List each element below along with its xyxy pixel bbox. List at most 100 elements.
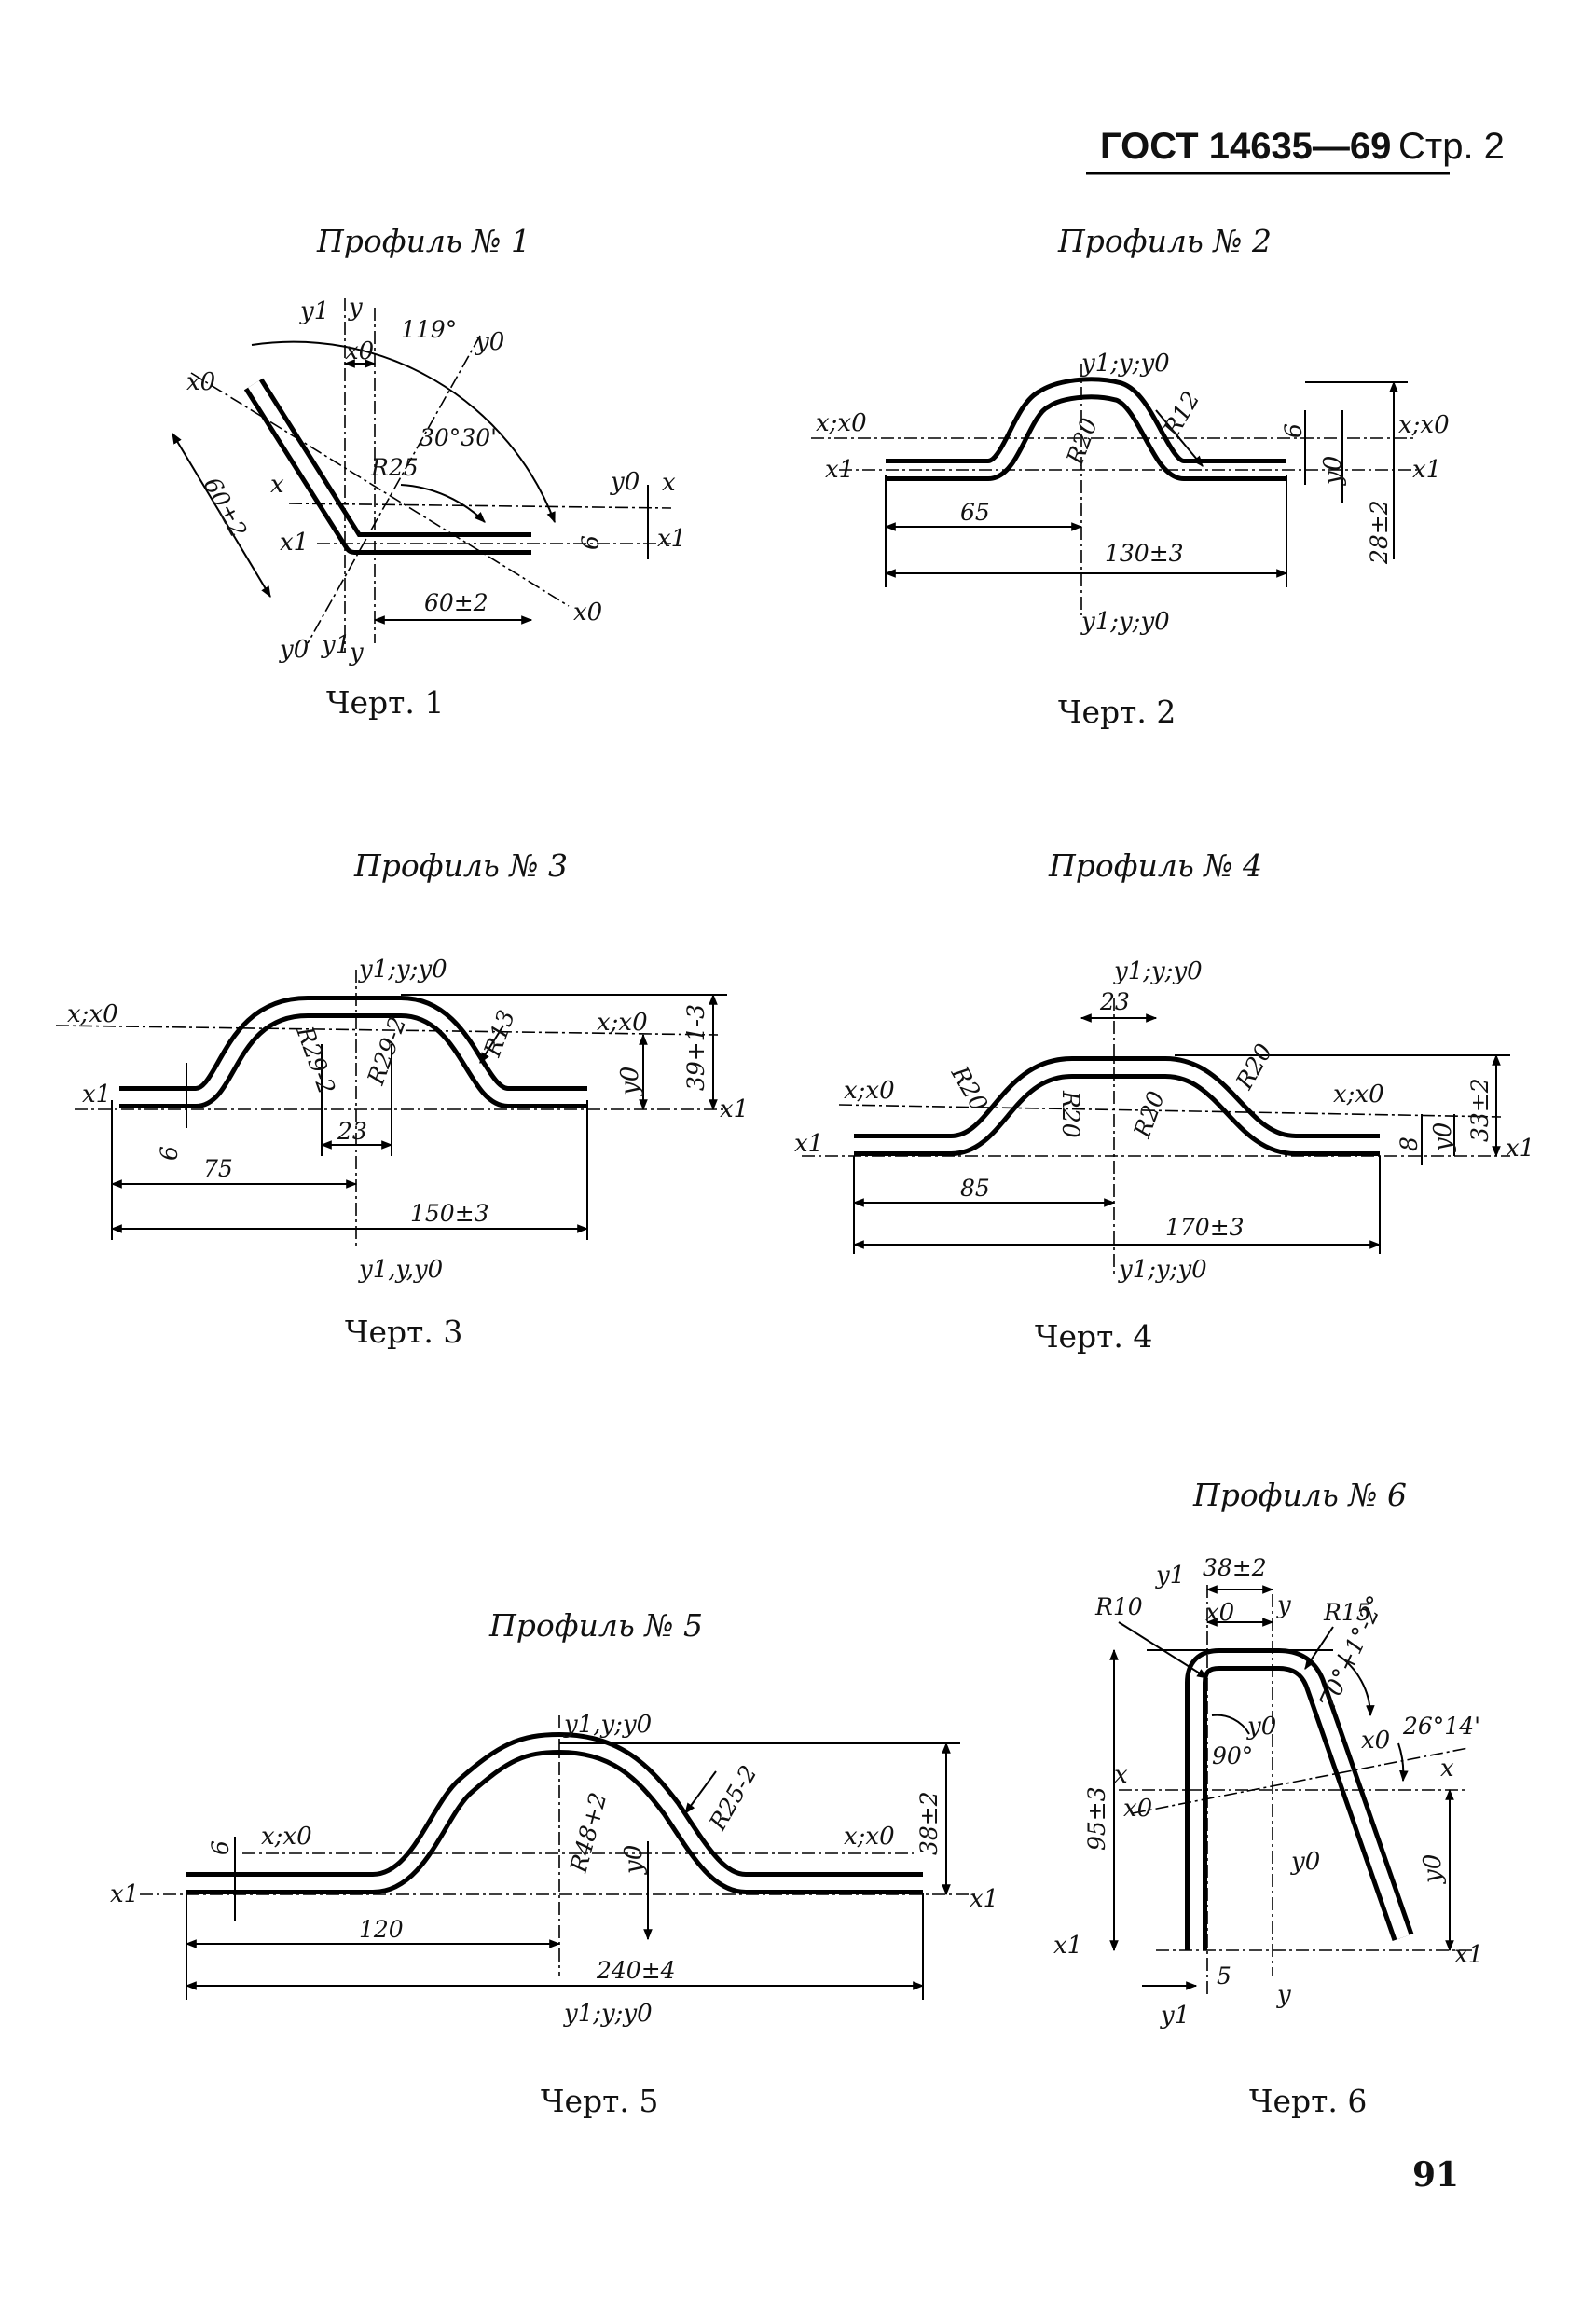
profile-6-label-x-right: x [1440,1755,1454,1783]
profile-1-angle2-arc [400,484,486,523]
profile-4-dim-r-left-inner: R20 [1057,1090,1084,1138]
profile-4-label-x1-right: x1 [1506,1135,1534,1163]
profile-6: Профиль № 6 y1 x0 y y0 x x0 x1 y0 x0 x y… [1053,1477,1483,2119]
profile-6-leader-r10 [1118,1621,1209,1679]
profile-1-label-y0-top: y0 [475,328,504,356]
profile-1-label-y1-bottom: y1 [321,631,351,659]
profile-3-label-axis-bottom: y1,y,y0 [358,1256,443,1284]
profile-6-shape [1185,1648,1414,1950]
profile-5-label-x1-left: x1 [110,1880,139,1908]
profile-6-label-y0-mid: y0 [1246,1713,1276,1741]
profile-6-label-x-left: x [1114,1761,1128,1789]
profile-3-dim-total-label: 150±3 [410,1200,489,1227]
profile-6-label-y1-bottom: y1 [1160,2002,1190,2030]
profile-6-shape-inner [1190,1653,1410,1950]
profile-3-title: Профиль № 3 [353,847,568,884]
profile-4-caption: Черт. 4 [1035,1318,1152,1355]
profile-6-label-x0-left: x0 [1123,1795,1152,1823]
profile-1-dim-angle: 119° [401,316,457,343]
profile-2-dim-r-inner: R20 [1061,414,1103,469]
profile-1: Профиль № 1 y1 y x0 y0 x0 x x1 x x1 y0 x… [172,223,686,721]
profile-1-axis-x0 [190,372,570,607]
profile-3-dim-r-left: R29-2 [291,1022,340,1097]
profile-2-label-left-axis: x;x0 [816,409,867,437]
profile-1-axis-x [288,503,672,509]
profile-1-label-y-top: y [348,294,363,322]
profile-4-label-axis-bottom: y1;y;y0 [1118,1256,1207,1284]
profile-4-label-right-axis: x;x0 [1333,1081,1384,1108]
profile-4-dim-r-right-inner: R20 [1128,1087,1170,1142]
profile-3: Профиль № 3 y1;y;y0 y1,y,y0 x;x0 x1 x;x0… [55,847,749,1350]
profile-1-dim-leg-flat: 60±2 [424,589,488,616]
profile-6-label-x0-right: x0 [1361,1727,1390,1755]
profile-3-dim-height-label: 39+1-3 [682,1004,709,1091]
profile-1-dim-leg-slanted: 60±2 [199,473,253,542]
profile-6-label-y0-center: y0 [1290,1848,1320,1876]
profile-4-dim-r-right-outer: R20 [1231,1039,1278,1095]
profile-6-angle-top-arc [1337,1654,1375,1717]
profile-1-label-x0-top: x0 [345,337,374,365]
profile-4-dim-thickness-label: 8 [1396,1136,1423,1151]
header-standard: ГОСТ 14635—69 [1100,126,1391,167]
profile-4-shape-inner [854,1061,1380,1151]
profile-2-label-y0-right: y0 [1319,456,1347,486]
profile-5-caption: Черт. 5 [541,2083,658,2119]
profile-3-label-axis-top: y1;y;y0 [358,956,447,984]
profile-4-label-x1-left: x1 [794,1130,823,1158]
profile-6-label-y-top: y [1276,1591,1291,1619]
profile-4-dim-total-label: 170±3 [1165,1214,1245,1241]
profile-2-shape-inner [886,381,1286,476]
profile-6-axis-x0 [1132,1747,1469,1814]
profile-4-dim-height-label: 33±2 [1466,1078,1493,1142]
profile-2-caption: Черт. 2 [1058,694,1176,730]
profile-5-title: Профиль № 5 [488,1607,703,1644]
profile-2-leader-r12 [1155,409,1204,467]
profile-1-dim-thickness-label: 6 [577,535,604,550]
header-page-ref: Стр. 2 [1398,126,1505,167]
profile-6-label-y-bottom: y [1276,1981,1291,2009]
profile-1-title: Профиль № 1 [316,223,530,259]
profile-2-dim-half-label: 65 [960,499,990,526]
profile-5-shape [186,1732,923,1894]
profile-2-label-x1-left: x1 [825,456,854,484]
page-number: 91 [1412,2155,1459,2195]
profile-2-label-axis-bottom: y1;y;y0 [1080,608,1170,636]
profile-5-dim-thickness-label: 6 [207,1840,234,1855]
profile-1-label-x-right: x [662,469,676,497]
profile-6-dim-height-label: 95±3 [1083,1786,1110,1851]
profile-5-label-right-axis: x;x0 [844,1823,895,1851]
profile-3-caption: Черт. 3 [345,1314,462,1350]
profile-5-label-y0-mid: y0 [620,1845,648,1875]
profile-6-label-x1-right: x1 [1454,1941,1483,1969]
profile-6-dim-r-left: R10 [1094,1593,1143,1620]
profile-3-label-right-axis: x;x0 [597,1009,648,1037]
profile-2-dim-thickness-label: 6 [1280,423,1307,438]
profile-6-leader-r15 [1304,1626,1334,1670]
profile-6-dim-angle-corner: 90° [1212,1742,1253,1769]
profile-6-label-x0-top: x0 [1205,1599,1234,1627]
profile-5-label-axis-bottom: y1;y;y0 [563,2000,653,2028]
profile-3-shape-inner [119,1000,587,1104]
profile-1-label-x-left: x [270,471,284,499]
profile-5-shape-inner [186,1737,923,1890]
profile-6-dim-top-width-label: 38±2 [1203,1554,1267,1581]
profile-3-axis-x [55,1025,719,1036]
profile-6-title: Профиль № 6 [1192,1477,1407,1513]
profile-5-label-x1-right: x1 [970,1885,998,1913]
profile-4-label-y0-right: y0 [1429,1122,1457,1152]
profile-2-title: Профиль № 2 [1057,223,1272,259]
profile-5-dim-r-outer: R25-2 [704,1761,763,1836]
profile-2: Профиль № 2 y1;y;y0 y1;y;y0 x;x0 x1 x;x0… [811,223,1450,730]
profile-1-label-y-bottom: y [349,639,364,667]
profile-1-label-y0-right: y0 [610,468,640,496]
profile-4: Профиль № 4 y1;y;y0 y1;y;y0 x;x0 x1 x;x0… [794,847,1534,1355]
profile-4-label-left-axis: x;x0 [844,1077,895,1105]
profile-3-dim-half-label: 75 [203,1155,233,1182]
profile-5-dim-r-inner: R48+2 [565,1790,612,1877]
profile-3-label-x1-left: x1 [82,1081,111,1108]
profile-6-dim-r-right: R15 [1323,1599,1371,1626]
profile-3-dim-top-label: 23 [337,1118,367,1145]
profile-2-dim-total-label: 130±3 [1105,540,1184,567]
profile-1-axis-y0 [307,335,481,644]
profile-5-leader-r25 [684,1770,717,1814]
